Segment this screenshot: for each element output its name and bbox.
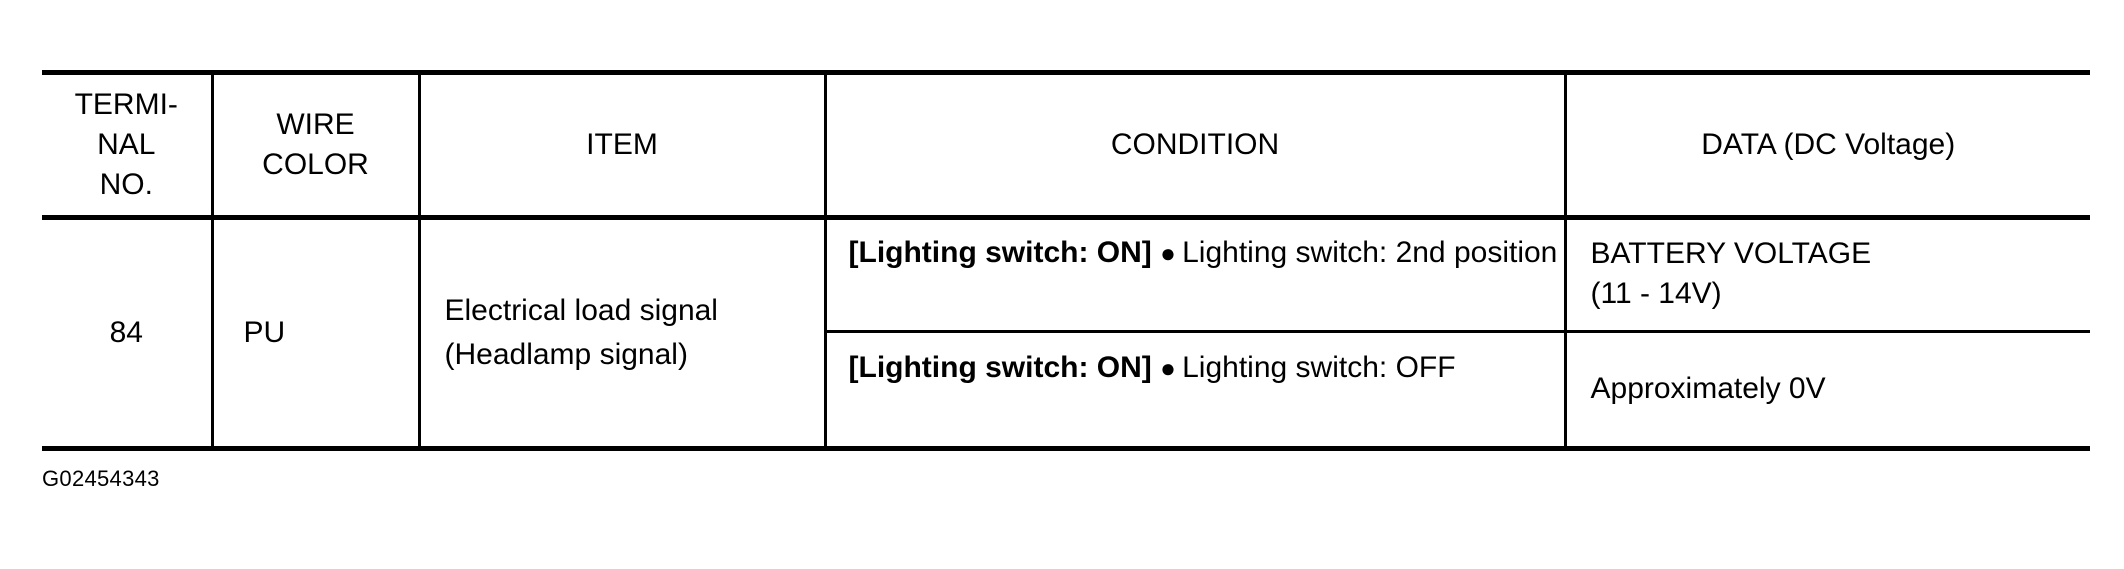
cell-condition-group: [Lighting switch: ON] ●Lighting switch: … (825, 217, 1567, 451)
cell-data-group: BATTERY VOLTAGE (11 - 14V) Approximately… (1565, 217, 2091, 451)
item-line-secondary: (Headlamp signal) (444, 338, 688, 371)
condition-heading: [Lighting switch: ON] (848, 236, 1152, 269)
header-line: NAL (97, 128, 156, 161)
data-block-1: BATTERY VOLTAGE (11 - 14V) (1566, 220, 2090, 333)
header-line: ITEM (586, 128, 658, 161)
header-line: NO. (99, 168, 153, 201)
item-line-primary: Electrical load signal (444, 294, 718, 327)
spec-table-container: TERMI- NAL NO. WIRE COLOR ITEM CONDITION (42, 70, 2090, 451)
header-line: TERMI- (74, 88, 178, 121)
table-header: TERMI- NAL NO. WIRE COLOR ITEM CONDITION (42, 70, 2090, 220)
data-line: (11 - 14V) (1590, 277, 1722, 310)
condition-detail-row: ●Lighting switch: OFF (1160, 351, 1455, 384)
header-line: CONDITION (1110, 128, 1280, 161)
condition-detail-row: ●Lighting switch: 2nd position (1160, 236, 1557, 269)
column-header-terminal-no: TERMI- NAL NO. (42, 70, 214, 220)
column-header-data: DATA (DC Voltage) (1565, 70, 2090, 220)
table-body: 84 PU Electrical load signal (Headlamp s… (42, 217, 2091, 451)
bullet-icon: ● (1160, 353, 1176, 383)
cell-item: Electrical load signal (Headlamp signal) (419, 217, 827, 451)
header-line: WIRE (276, 108, 355, 141)
condition-block-1: [Lighting switch: ON] ●Lighting switch: … (826, 220, 1564, 333)
condition-block-2: [Lighting switch: ON] ●Lighting switch: … (827, 333, 1564, 446)
condition-detail: Lighting switch: 2nd position (1182, 236, 1558, 269)
data-line: BATTERY VOLTAGE (1590, 237, 1872, 270)
cell-wire-color: PU (212, 217, 421, 451)
condition-stack: [Lighting switch: ON] ●Lighting switch: … (826, 220, 1564, 446)
terminal-spec-table: TERMI- NAL NO. WIRE COLOR ITEM CONDITION (42, 70, 2090, 451)
condition-detail: Lighting switch: OFF (1182, 351, 1456, 384)
column-header-wire-color: WIRE COLOR (212, 70, 421, 220)
header-line: DATA (DC Voltage) (1701, 128, 1956, 161)
table-row: 84 PU Electrical load signal (Headlamp s… (42, 217, 2091, 451)
bullet-icon: ● (1160, 238, 1176, 268)
data-line: Approximately 0V (1590, 372, 1826, 405)
column-header-condition: CONDITION (825, 70, 1567, 220)
condition-heading: [Lighting switch: ON] (848, 351, 1152, 384)
data-block-2: Approximately 0V (1567, 333, 2091, 446)
figure-caption: G02454343 (42, 466, 160, 491)
cell-terminal-no: 84 (42, 217, 214, 451)
header-row: TERMI- NAL NO. WIRE COLOR ITEM CONDITION (42, 70, 2090, 220)
column-header-item: ITEM (419, 70, 827, 220)
data-stack: BATTERY VOLTAGE (11 - 14V) Approximately… (1566, 220, 2091, 446)
header-line: COLOR (262, 148, 369, 181)
